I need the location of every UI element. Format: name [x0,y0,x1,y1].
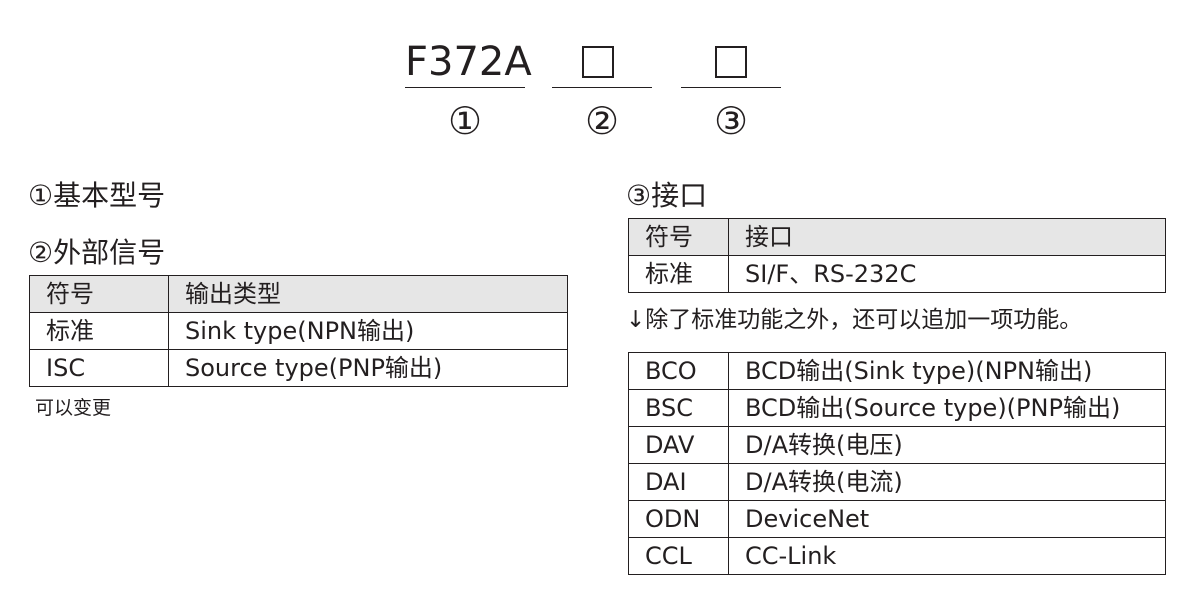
cell-symbol: ISC [29,349,169,387]
underline-2 [552,87,652,88]
marker-1: ① [447,99,483,143]
cell-option-code: CCL [628,537,729,575]
cell-option-code: BCO [628,352,729,390]
model-base-code: F372A [405,39,532,85]
section3-heading: ③接口 [626,179,708,212]
table-header-row: 符号 接口 [628,218,1166,256]
table-row: 标准 SI/F、RS-232C [628,255,1166,293]
section1-heading: ①基本型号 [28,179,166,212]
cell-option-desc: DeviceNet [728,500,1166,538]
underline-1 [405,87,525,88]
table-row: ISC Source type(PNP输出) [29,349,568,387]
cell-option-code: BSC [628,389,729,427]
marker-2: ② [584,99,620,143]
cell-symbol: 标准 [29,312,169,350]
cell-option-code: DAV [628,426,729,464]
table-row: DAI D/A转换(电流) [628,463,1166,501]
option-box-2 [582,46,614,78]
cell-option-desc: D/A转换(电流) [728,463,1166,501]
additional-function-note: ↓除了标准功能之外，还可以追加一项功能。 [626,307,1083,333]
marker-3: ③ [713,99,749,143]
table-row: ODN DeviceNet [628,500,1166,538]
cell-option-desc: CC-Link [728,537,1166,575]
interface-table: 符号 接口 标准 SI/F、RS-232C [628,218,1166,293]
section2-heading: ②外部信号 [28,236,166,269]
cell-option-code: ODN [628,500,729,538]
cell-symbol: 标准 [628,255,729,293]
table-row: DAV D/A转换(电压) [628,426,1166,464]
table-row: 标准 Sink type(NPN输出) [29,312,568,350]
header-cell-interface: 接口 [728,218,1166,256]
header-cell-output-type: 输出类型 [168,275,568,313]
table-row: BCO BCD输出(Sink type)(NPN输出) [628,352,1166,390]
option-box-3 [715,46,747,78]
cell-interface: SI/F、RS-232C [728,255,1166,293]
cell-output-type: Source type(PNP输出) [168,349,568,387]
underline-3 [681,87,781,88]
cell-option-code: DAI [628,463,729,501]
optional-function-table: BCO BCD输出(Sink type)(NPN输出) BSC BCD输出(So… [628,352,1166,575]
header-cell-symbol: 符号 [29,275,169,313]
cell-option-desc: BCD输出(Sink type)(NPN输出) [728,352,1166,390]
cell-option-desc: D/A转换(电压) [728,426,1166,464]
cell-output-type: Sink type(NPN输出) [168,312,568,350]
table-row: CCL CC-Link [628,537,1166,575]
table-header-row: 符号 输出类型 [29,275,568,313]
table-row: BSC BCD输出(Source type)(PNP输出) [628,389,1166,427]
external-signal-table: 符号 输出类型 标准 Sink type(NPN输出) ISC Source t… [29,275,568,387]
header-cell-symbol: 符号 [628,218,729,256]
cell-option-desc: BCD输出(Source type)(PNP输出) [728,389,1166,427]
changeable-note: 可以变更 [35,397,112,419]
